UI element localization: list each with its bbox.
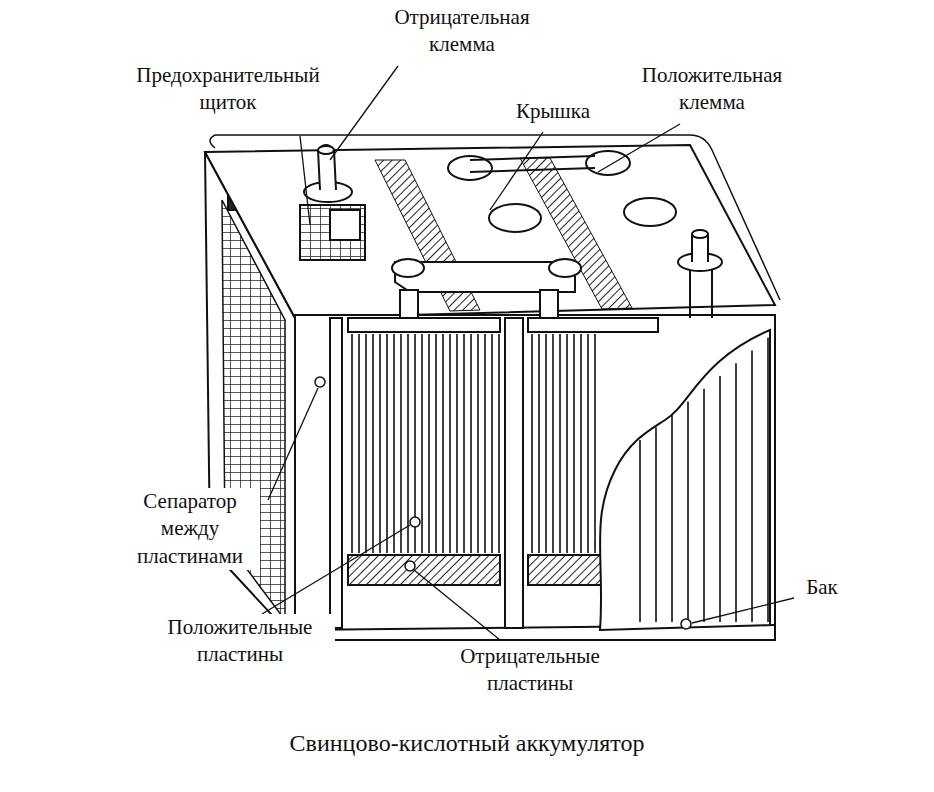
part-label: Бак: [794, 574, 850, 601]
plate-line: [393, 334, 395, 553]
plate-line: [400, 334, 402, 553]
leader-lines: [262, 66, 798, 640]
plate-line: [587, 334, 589, 553]
caption: Свинцово-кислотный аккумулятор: [290, 730, 645, 757]
battery-top-parts: [300, 145, 770, 630]
plate-line: [372, 334, 374, 553]
plate-line: [470, 334, 472, 553]
plate-line: [498, 334, 500, 553]
tank-strip: [687, 402, 689, 622]
battery-plates: [352, 334, 595, 553]
part-label: Предохранительный щиток: [121, 62, 336, 117]
part-label: Крышка: [498, 98, 608, 125]
plate-line: [365, 334, 367, 553]
plate-line: [386, 334, 388, 553]
plate-line: [477, 334, 479, 553]
plate-line: [580, 334, 582, 553]
plate-line: [566, 334, 568, 553]
plate-line: [421, 334, 423, 553]
marker-dots: [315, 377, 691, 629]
plate-line: [531, 334, 533, 553]
plate-line: [435, 334, 437, 553]
plate-line: [552, 334, 554, 553]
tank-strip: [719, 376, 721, 622]
battery-case: [205, 135, 780, 640]
plate-line: [449, 334, 451, 553]
plate-line: [407, 334, 409, 553]
tank-wall-strips: [640, 338, 768, 622]
part-label: Отрицательные пластины: [435, 643, 625, 698]
plate-line: [351, 334, 353, 553]
plate-line: [573, 334, 575, 553]
part-label: Положительные пластины: [145, 614, 335, 669]
tank-strip: [735, 363, 737, 622]
part-label: Отрицательная клемма: [372, 4, 552, 59]
part-label: Положительная клемма: [622, 62, 802, 117]
plate-line: [559, 334, 561, 553]
plate-line: [538, 334, 540, 553]
plate-line: [379, 334, 381, 553]
tank-strip: [751, 350, 753, 622]
plate-line: [463, 334, 465, 553]
tank-strip: [639, 440, 641, 622]
plate-line: [491, 334, 493, 553]
tank-strip: [767, 338, 769, 622]
plate-line: [545, 334, 547, 553]
tank-strip: [655, 427, 657, 622]
plate-line: [456, 334, 458, 553]
tank-strip: [671, 414, 673, 622]
plate-line: [428, 334, 430, 553]
part-label: Сепаратор между пластинами: [120, 488, 260, 570]
plate-line: [442, 334, 444, 553]
plate-line: [358, 334, 360, 553]
plate-line: [484, 334, 486, 553]
plate-line: [594, 334, 596, 553]
tank-strip: [703, 389, 705, 622]
